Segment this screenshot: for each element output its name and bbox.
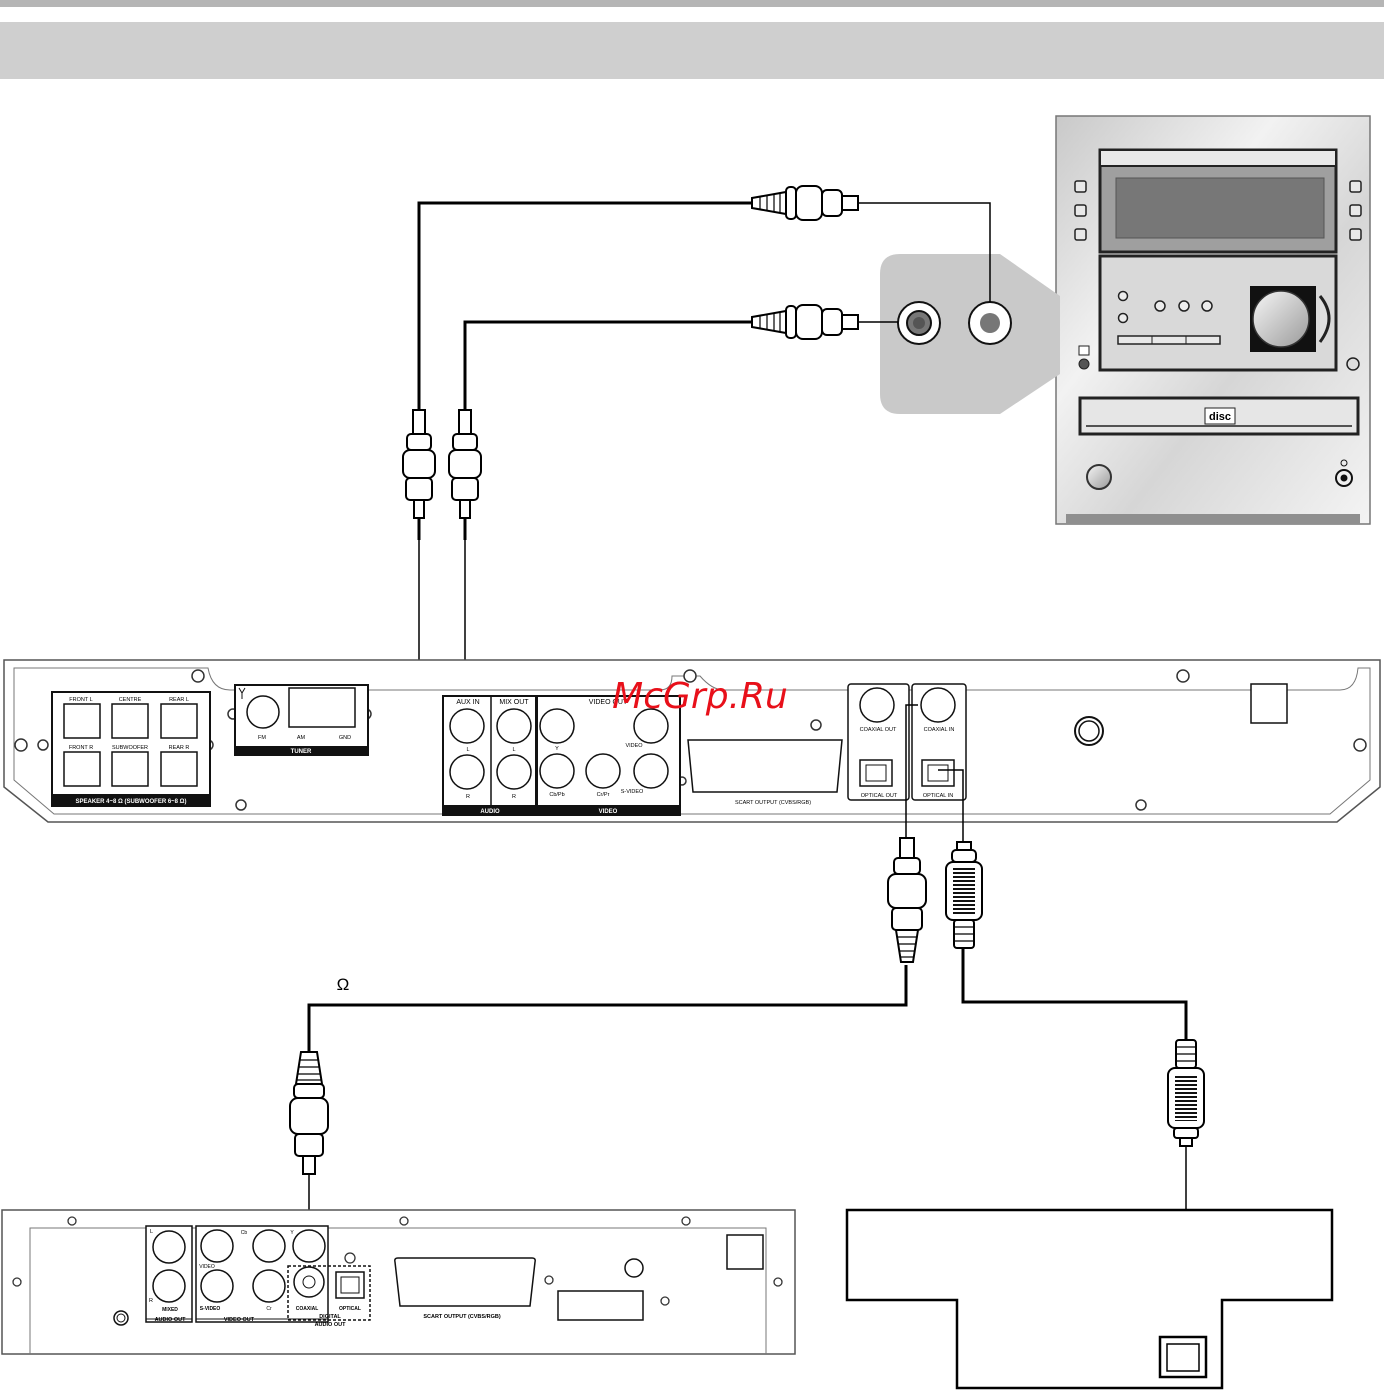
watermark: McGrp.Ru (612, 676, 788, 717)
scart-label: SCART OUTPUT (CVBS/RGB) (735, 800, 811, 806)
top-rule (0, 0, 1384, 7)
mix-l-label: L (512, 747, 515, 753)
dvd-s-video-label: S-VIDEO (200, 1306, 221, 1312)
aux-l-label: L (466, 747, 469, 753)
stereo-side-buttons (1074, 180, 1362, 241)
antenna-icon (238, 687, 246, 699)
stereo-jack-callout (880, 254, 1060, 414)
digital-device-outline (845, 1208, 1334, 1390)
aux-r-label: R (466, 794, 470, 800)
receiver-back-panel: FRONT L CENTRE REAR L FRONT R SUBWOOFER … (3, 659, 1381, 823)
rca-plug-horizontal-2 (751, 304, 859, 340)
speaker-label-rear-l: REAR L (169, 697, 189, 703)
coaxial-plug-receiver (887, 837, 927, 963)
dvd-optical-label: OPTICAL (339, 1306, 361, 1312)
optical-in-label: OPTICAL IN (923, 793, 953, 799)
stereo-system: disc (1055, 115, 1371, 525)
mix-out-label: MIX OUT (499, 699, 529, 706)
tuner-caption: TUNER (291, 749, 312, 755)
dvd-coaxial-label: COAXIAL (296, 1306, 319, 1312)
dvd-y-label: Y (290, 1230, 294, 1236)
dvd-r-label: R (149, 1298, 153, 1304)
video-cr-label: Cr/Pr (597, 792, 610, 798)
dvd-audio-out-label: AUDIO OUT (155, 1317, 187, 1323)
tuner-label-am: AM (297, 735, 306, 741)
speaker-label-subwoofer: SUBWOOFER (112, 745, 148, 751)
video-cb-label: Cb/Pb (549, 792, 564, 798)
rca-plug-horizontal-1 (751, 185, 859, 221)
rca-plug-vertical-r (448, 409, 482, 519)
disc-logo: disc (1209, 411, 1231, 423)
volume-knob (1252, 290, 1310, 348)
dvd-video-label: VIDEO (199, 1264, 215, 1270)
optical-plug-tv (1167, 1039, 1205, 1147)
tuner-label-gnd: GND (339, 735, 351, 741)
audio-caption: AUDIO (480, 809, 500, 815)
header-band (0, 22, 1384, 79)
optical-out-label: OPTICAL OUT (861, 793, 898, 799)
dvd-video-out-label: VIDEO OUT (224, 1317, 255, 1323)
dvd-back-panel: L R MIXED AUDIO OUT Cb Y VIDEO S-VIDEO C… (1, 1209, 796, 1355)
dvd-digital-label: DIGITAL (319, 1314, 341, 1320)
mix-r-label: R (512, 794, 516, 800)
video-caption: VIDEO (599, 809, 618, 815)
coaxial-in-label: COAXIAL IN (924, 727, 955, 733)
speaker-label-front-l: FRONT L (69, 697, 92, 703)
aux-in-label: AUX IN (456, 699, 479, 706)
dvd-cb-label: Cb (241, 1230, 248, 1236)
video-composite-label: VIDEO (625, 743, 643, 749)
dvd-mixed-label: MIXED (162, 1307, 178, 1313)
speaker-caption: SPEAKER 4~8 Ω (SUBWOOFER 6~8 Ω) (76, 799, 187, 805)
tuner-label-fm: FM (258, 735, 266, 741)
ohm-symbol: Ω (337, 975, 350, 994)
dvd-digital-audio-out-label: AUDIO OUT (315, 1322, 347, 1328)
video-out-label: VIDEO OUT (589, 699, 628, 706)
coaxial-plug-dvd (289, 1051, 329, 1175)
s-video-label: S-VIDEO (621, 789, 644, 795)
speaker-label-front-r: FRONT R (69, 745, 93, 751)
coaxial-out-label: COAXIAL OUT (860, 727, 897, 733)
dvd-l-label: L (150, 1229, 153, 1235)
dvd-cr-label: Cr (266, 1306, 272, 1312)
dvd-scart-label: SCART OUTPUT (CVBS/RGB) (423, 1314, 500, 1320)
rca-plug-vertical-l (402, 409, 436, 519)
speaker-label-rear-r: REAR R (169, 745, 190, 751)
speaker-label-centre: CENTRE (119, 697, 142, 703)
optical-plug-receiver (945, 841, 983, 949)
video-y-label: Y (555, 746, 559, 752)
